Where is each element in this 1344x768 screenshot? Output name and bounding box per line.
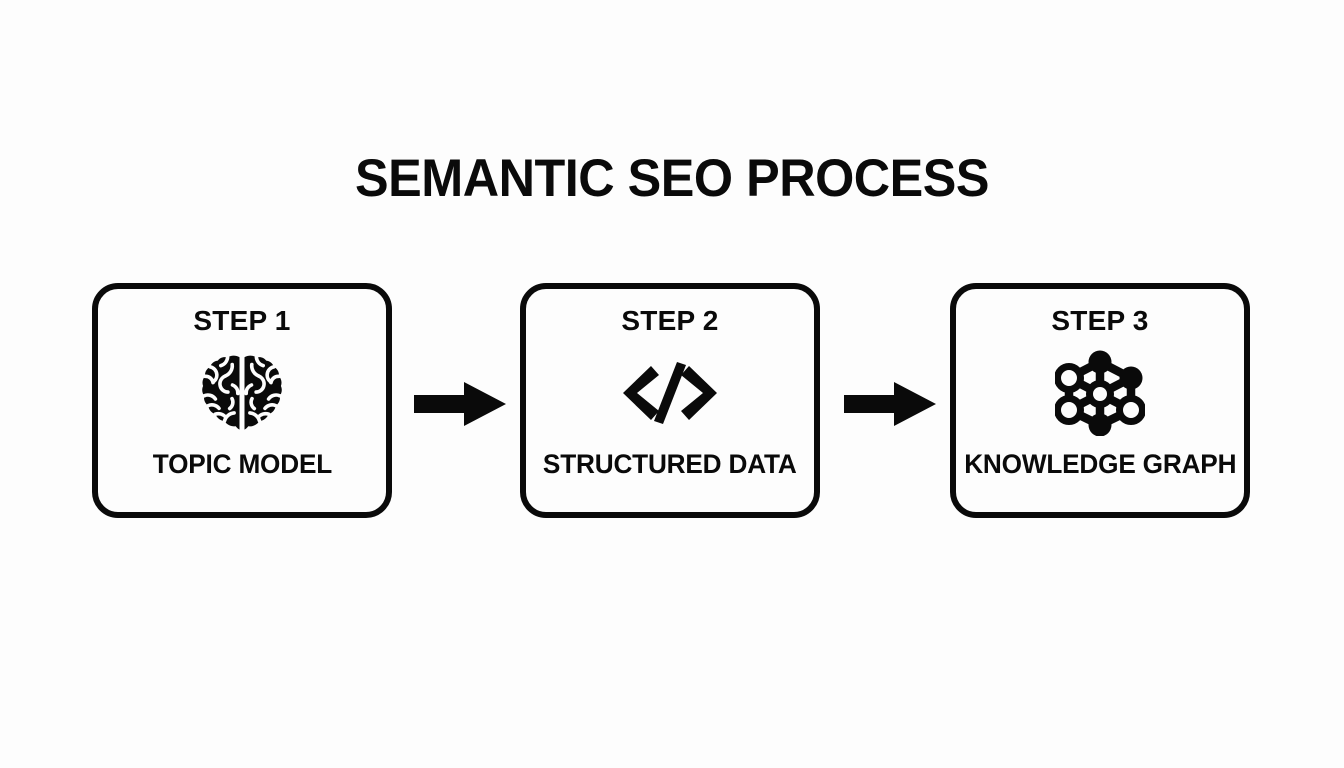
brain-icon — [202, 354, 282, 431]
step-3-heading: STEP 3 — [1051, 305, 1149, 336]
code-brackets-icon — [623, 361, 717, 424]
knowledge-graph-icon — [1055, 350, 1145, 436]
step-3-icon-area — [956, 335, 1244, 449]
step-card-1[interactable]: STEP 1 — [92, 283, 392, 518]
step-1-icon-area — [98, 335, 386, 449]
step-3-label: KNOWLEDGE GRAPH — [963, 448, 1237, 479]
step-1-heading: STEP 1 — [193, 305, 291, 336]
step-2-heading: STEP 2 — [621, 305, 719, 336]
arrow-right-icon — [844, 382, 936, 426]
step-card-3[interactable]: STEP 3 — [950, 283, 1250, 518]
step-card-2[interactable]: STEP 2 STRUCTURED DATA — [520, 283, 820, 518]
step-2-icon-area — [526, 335, 814, 449]
step-2-label: STRUCTURED DATA — [543, 448, 797, 479]
step-1-label: TOPIC MODEL — [152, 448, 332, 479]
arrow-right-icon — [414, 382, 506, 426]
page-title: SEMANTIC SEO PROCESS — [355, 149, 989, 208]
